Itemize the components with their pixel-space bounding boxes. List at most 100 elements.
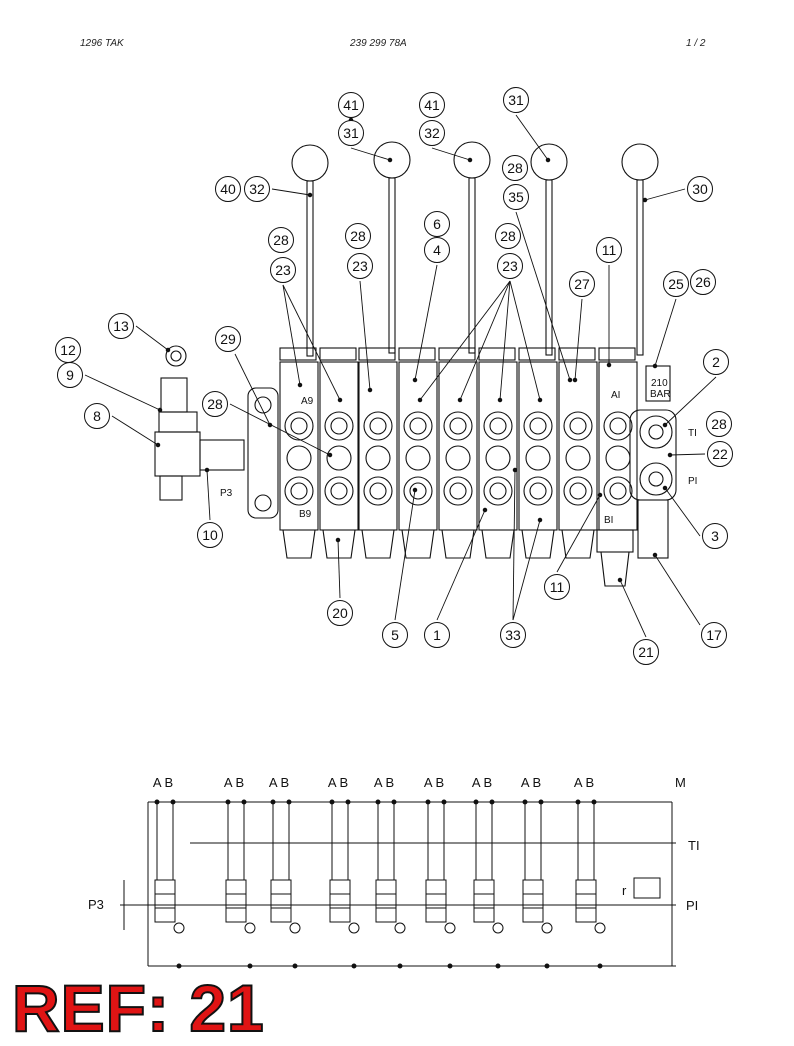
callout-circle: [338, 120, 364, 146]
callout-number: 25: [668, 276, 684, 292]
callout-number: 12: [60, 342, 76, 358]
callout-leader: [337, 539, 341, 599]
spool-box: [270, 879, 292, 895]
callout-leader: [234, 353, 271, 426]
inlet-block: [154, 431, 201, 477]
spool-box: [522, 893, 544, 909]
inlet-fitting: [158, 411, 198, 433]
schematic-ab-label: A B: [328, 775, 348, 790]
spool-center: [485, 445, 511, 471]
junction-dot: [522, 799, 528, 805]
callout-number: 31: [343, 125, 359, 141]
callout-leader: [512, 469, 516, 621]
check-valve: [594, 922, 606, 934]
header-left-code: 1296 TAK: [80, 38, 124, 49]
lever-rod: [468, 177, 476, 354]
check-valve: [289, 922, 301, 934]
callout-number: 31: [508, 92, 524, 108]
lever-knob: [291, 144, 329, 182]
ref-label: REF: 21: [11, 970, 265, 1046]
callout-circle: [503, 184, 529, 210]
header-page-number: 1 / 2: [686, 38, 706, 49]
leader-dot: [537, 517, 543, 523]
junction-dot: [241, 799, 247, 805]
section-cap: [279, 347, 317, 361]
schematic-ab-label: A B: [521, 775, 541, 790]
callout-number: 28: [350, 228, 366, 244]
mount-hole: [254, 396, 272, 414]
schematic-ab-label: A B: [153, 775, 173, 790]
leader-dot: [337, 397, 343, 403]
callout-leader: [515, 114, 549, 161]
callout-number: 22: [712, 446, 728, 462]
junction-dot: [575, 799, 581, 805]
callout-number: 11: [550, 579, 565, 595]
body-label-bi: BI: [604, 515, 613, 526]
leader-dot: [204, 467, 210, 473]
junction-dot: [176, 963, 182, 969]
junction-dot: [375, 799, 381, 805]
port-a-inner: [449, 417, 467, 435]
leader-dot: [497, 397, 503, 403]
port-ti: [639, 415, 673, 449]
lever-rod: [388, 177, 396, 354]
callout-circle: [419, 92, 445, 118]
port-b: [324, 476, 354, 506]
callout-number: 28: [207, 396, 223, 412]
schematic-ab-label: A B: [224, 775, 244, 790]
callout-circle: [215, 326, 241, 352]
junction-dot: [447, 963, 453, 969]
spool-box: [522, 907, 544, 923]
callout-leader: [509, 280, 541, 401]
port-a-inner: [609, 417, 627, 435]
valve-body-group: [154, 141, 677, 587]
leader-dot: [662, 422, 668, 428]
port-a-inner: [330, 417, 348, 435]
spool-box: [270, 907, 292, 923]
spool-box: [425, 879, 447, 895]
body-label-ti: TI: [688, 428, 697, 439]
callout-circle: [197, 522, 223, 548]
callout-leader: [419, 280, 511, 401]
lever-knob: [621, 143, 659, 181]
callout-number: 1: [433, 627, 441, 643]
junction-dot: [441, 799, 447, 805]
callout-leader: [499, 280, 511, 401]
leader-dot: [606, 362, 612, 368]
callout-number: 23: [352, 258, 368, 274]
port-b: [403, 476, 433, 506]
schematic-r-label: r: [622, 883, 627, 898]
spool-cap: [521, 529, 555, 559]
callout-number: 32: [249, 181, 265, 197]
callout-number: 2: [712, 354, 720, 370]
spool-center: [605, 445, 631, 471]
section-cap: [518, 347, 556, 361]
port-a: [324, 411, 354, 441]
leader-dot: [652, 363, 658, 369]
callout-circle: [569, 271, 595, 297]
callout-circle: [503, 87, 529, 113]
relief-body: [596, 529, 634, 553]
body-label-bar-unit: BAR: [650, 389, 671, 400]
spool-box: [575, 907, 597, 923]
port-a-inner: [569, 417, 587, 435]
callout-leader: [459, 280, 511, 401]
callout-number: 40: [220, 181, 236, 197]
callout-leader: [350, 147, 391, 161]
fitting-body: [160, 377, 188, 413]
callout-leaders: [84, 114, 717, 638]
spool-box: [270, 893, 292, 909]
junction-dot: [154, 799, 160, 805]
spool-box: [154, 879, 176, 895]
callout-number: 26: [695, 274, 711, 290]
schematic-p3-label: P3: [88, 897, 104, 912]
lever-rod: [545, 179, 553, 356]
check-valve: [541, 922, 553, 934]
lever-rod: [306, 180, 314, 357]
spool-box: [154, 907, 176, 923]
port-a: [563, 411, 593, 441]
callout-number: 41: [343, 97, 359, 113]
leader-dot: [642, 197, 648, 203]
